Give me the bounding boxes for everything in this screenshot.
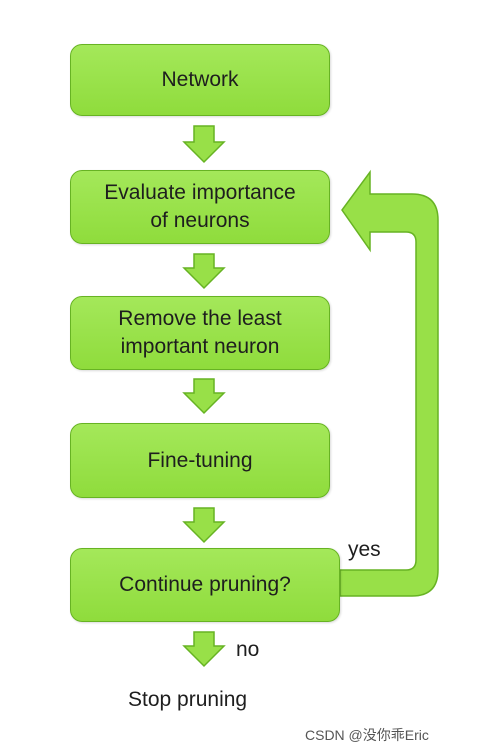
- arrow-down-evaluate-to-remove: [182, 253, 226, 290]
- arrow-down-network-to-evaluate: [182, 125, 226, 164]
- node-evaluate-importance-label: Evaluate importance of neurons: [104, 181, 296, 232]
- arrow-down-finetune-to-continue: [182, 507, 226, 544]
- edge-label-yes: yes: [348, 538, 381, 561]
- node-fine-tuning-label: Fine-tuning: [147, 448, 253, 472]
- node-stop-pruning: Stop pruning: [128, 688, 248, 711]
- node-network: Network: [70, 44, 330, 116]
- node-remove-neuron: Remove the least important neuron: [70, 296, 330, 370]
- arrow-down-remove-to-finetune: [182, 378, 226, 415]
- arrow-loop-yes: [339, 169, 439, 597]
- node-evaluate-importance: Evaluate importance of neurons: [70, 170, 330, 244]
- edge-label-no: no: [236, 638, 260, 661]
- watermark: CSDN @没你乖Eric: [305, 727, 429, 743]
- node-fine-tuning: Fine-tuning: [70, 423, 330, 498]
- node-remove-neuron-label: Remove the least important neuron: [118, 307, 282, 358]
- arrow-down-no-to-stop: [182, 631, 226, 668]
- node-continue-pruning: Continue pruning?: [70, 548, 340, 622]
- node-continue-pruning-label: Continue pruning?: [119, 573, 291, 596]
- node-network-label: Network: [161, 68, 239, 91]
